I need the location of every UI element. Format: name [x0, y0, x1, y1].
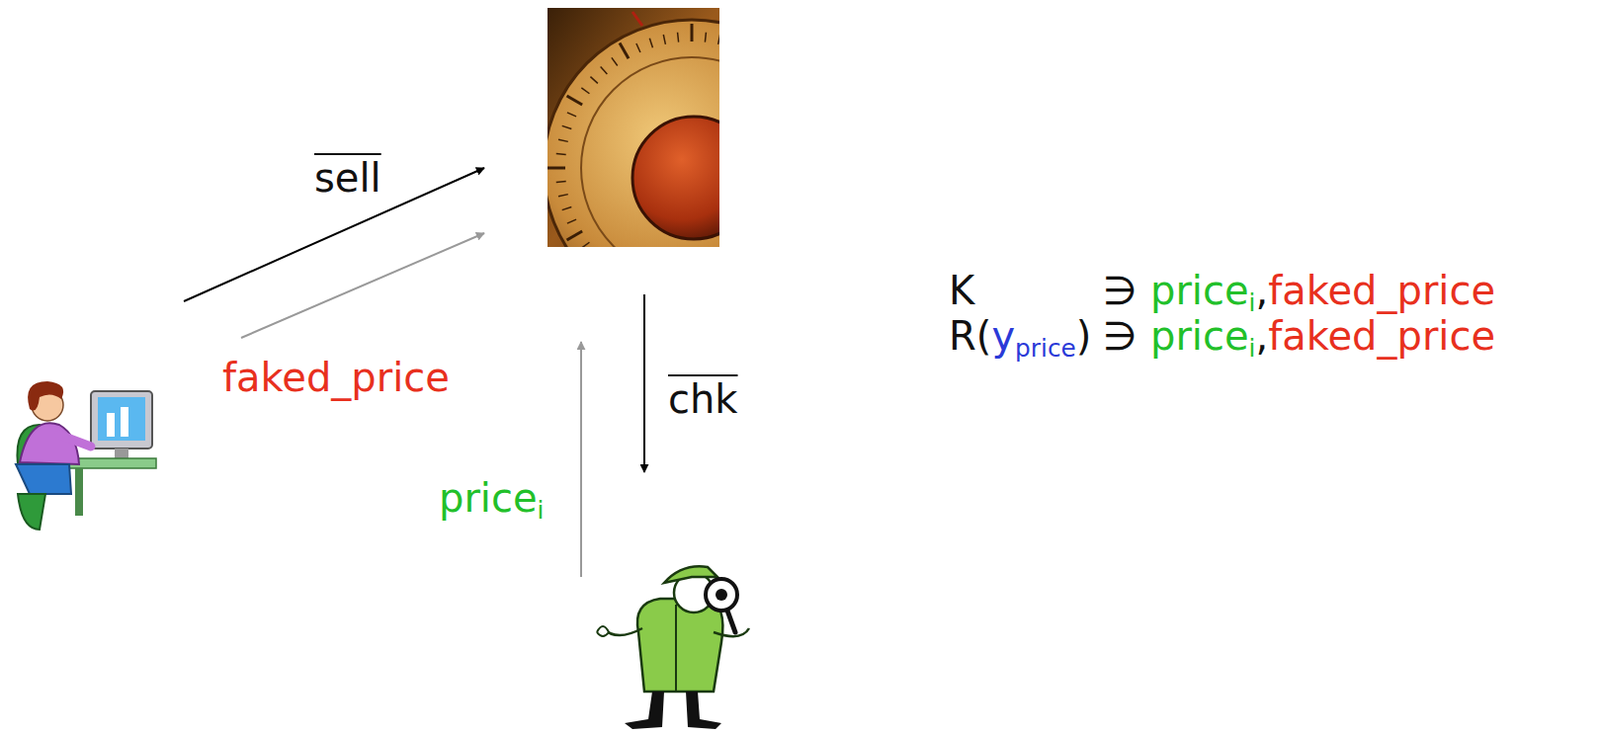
arm	[59, 434, 91, 447]
text-run: faked_price	[222, 355, 450, 400]
dial-tick	[649, 38, 653, 49]
legs	[15, 464, 72, 495]
message-name: chk	[668, 376, 739, 422]
dial-tick	[562, 207, 573, 211]
variable-name: y	[991, 313, 1015, 359]
dial-tick	[567, 95, 584, 105]
monitor-screen	[97, 397, 146, 441]
monitor	[90, 391, 153, 449]
separator: ,	[1255, 267, 1268, 314]
desk-leg	[75, 468, 84, 516]
dial-tick	[690, 23, 694, 42]
dial-tick	[558, 194, 569, 197]
subscript: i	[537, 496, 545, 525]
dial-marker	[632, 11, 643, 26]
dial-tick	[663, 34, 666, 45]
leg	[624, 691, 665, 730]
user-at-computer-icon	[15, 381, 157, 530]
text-run: pricei,faked_price	[1150, 314, 1496, 363]
dial-tick	[589, 77, 597, 85]
text-run: ∋	[1102, 314, 1151, 358]
dial-tick	[562, 125, 573, 129]
safe-dial-picture	[547, 7, 720, 248]
reply-arrow	[580, 341, 583, 578]
dial-tick	[581, 242, 590, 248]
hair	[27, 381, 64, 412]
leg	[685, 691, 722, 730]
set-name: K	[948, 267, 975, 314]
subscript: price	[1014, 334, 1077, 363]
check-arrow	[643, 294, 646, 473]
dial-tick	[547, 167, 566, 170]
screen-bar	[120, 407, 129, 437]
text-run: R(yprice)	[948, 314, 1103, 363]
chair-seat	[17, 494, 46, 530]
dial-tick	[567, 219, 577, 224]
dial-tick	[556, 154, 567, 156]
arrow-label: pricei	[438, 476, 544, 525]
arrow-label: chk	[668, 377, 739, 422]
dial-tick	[704, 32, 706, 43]
text-run: sell	[314, 156, 382, 200]
text-run: K	[948, 268, 1103, 313]
dial-tick	[567, 231, 584, 241]
dial-tick	[677, 32, 679, 43]
set-member: faked_price	[1267, 313, 1496, 359]
dial-knob	[632, 116, 720, 240]
hat	[664, 566, 718, 584]
dial-tick	[558, 139, 569, 142]
message-value: price	[438, 475, 538, 521]
reply-arrow	[241, 233, 485, 338]
arrow-label: sell	[314, 156, 382, 200]
hand	[596, 626, 609, 637]
set-member: price	[1150, 267, 1250, 314]
dial-tick	[619, 43, 629, 60]
contains-symbol: ∋	[1102, 313, 1138, 359]
body	[19, 422, 80, 465]
dial-tick	[600, 66, 608, 74]
function-name: )	[1076, 313, 1093, 359]
arrow-label: faked_price	[222, 355, 450, 400]
formula-line: K ∋ pricei,faked_price	[948, 268, 1496, 318]
screen-bar	[106, 413, 115, 437]
coat	[637, 598, 723, 692]
glass-handle	[727, 610, 736, 633]
dial-tick	[556, 180, 567, 182]
message-name: sell	[314, 155, 382, 201]
magnifying-glass	[705, 579, 738, 611]
subscript: i	[1249, 334, 1257, 363]
dial-inner-ring	[581, 57, 720, 248]
set-member: price	[1150, 313, 1250, 359]
eye	[715, 589, 728, 601]
dial-tick	[718, 34, 720, 45]
text-run: pricei,faked_price	[1150, 268, 1496, 318]
separator: ,	[1255, 313, 1268, 359]
desk	[69, 458, 157, 469]
set-member: faked_price	[1267, 267, 1496, 314]
arm	[713, 628, 750, 637]
text-run: ∋	[1102, 268, 1151, 313]
monitor-stand	[114, 448, 129, 459]
detective-icon	[596, 566, 750, 730]
coat-seam	[674, 604, 677, 692]
text-run: pricei	[438, 476, 544, 525]
dial-tick	[636, 43, 641, 53]
dial-tick	[611, 57, 618, 66]
function-name: R(	[948, 313, 992, 359]
dial-ticks	[547, 23, 720, 248]
dial-tick	[567, 112, 577, 117]
contains-symbol: ∋	[1102, 267, 1138, 314]
dial-tick	[581, 87, 590, 94]
text-run: chk	[668, 377, 739, 422]
subscript: i	[1249, 288, 1257, 318]
message-value: faked_price	[222, 354, 450, 401]
dial-ring	[547, 19, 720, 248]
formula-line: R(yprice)∋pricei,faked_price	[948, 314, 1496, 363]
